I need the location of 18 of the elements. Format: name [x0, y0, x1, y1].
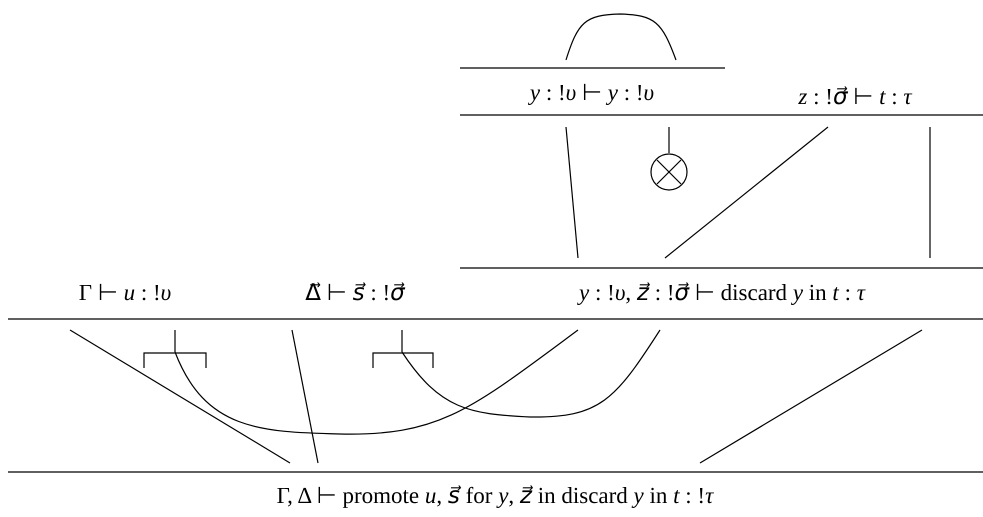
proof-link-curve	[174, 330, 578, 435]
judgement-text: Γ ⊢ u : !υ	[78, 280, 172, 306]
proof-link-curve	[565, 13, 677, 60]
proof-link-line	[664, 126, 828, 258]
proof-link-line	[668, 127, 670, 153]
proof-link-line	[401, 330, 403, 352]
proof-link-line	[291, 330, 319, 464]
judgement-text: y : !υ, z⃗ : !σ⃗ ⊢ discard y in t : τ	[576, 280, 867, 306]
proof-link-line	[700, 329, 922, 464]
proof-link-curve	[402, 330, 660, 418]
proof-link-line	[929, 127, 931, 258]
judgement-text: Δ⃗ ⊢ s⃗ : !σ⃗	[304, 280, 406, 306]
proof-link-line	[565, 126, 579, 258]
proof-link-line	[70, 329, 290, 464]
judgement-text: Γ, Δ ⊢ promote u, s⃗ for y, z⃗ in discard y in t : !τ	[276, 483, 715, 509]
judgement-text: y : !υ ⊢ y : !υ	[527, 80, 656, 106]
judgement-text: z : !σ⃗ ⊢ t : τ	[797, 84, 914, 110]
proof-link-line	[174, 330, 176, 352]
